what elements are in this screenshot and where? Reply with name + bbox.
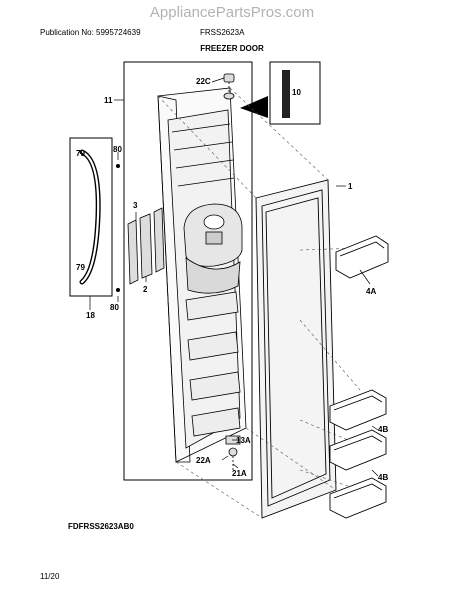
door-bin-4b-2	[329, 429, 387, 471]
gasket-strip	[282, 70, 290, 118]
callout-11: 11	[104, 96, 113, 105]
callout-80-top: 80	[113, 145, 122, 154]
callout-2: 2	[143, 285, 148, 294]
door-bin-4a	[335, 235, 389, 279]
top-hinge-cap	[223, 73, 235, 100]
handle-box	[69, 137, 113, 297]
callout-4a: 4A	[366, 287, 376, 296]
callout-13a: 13A	[236, 436, 251, 445]
publication-number: Publication No: 5995724639	[40, 28, 141, 37]
callout-21a: 21A	[232, 469, 247, 478]
callout-4b-bottom: 4B	[378, 473, 388, 482]
callout-18: 18	[86, 311, 95, 320]
watermark: AppliancePartsPros.com	[149, 4, 315, 21]
detail-arrow	[240, 96, 268, 118]
door-handle-highlight	[80, 150, 100, 284]
callout-79-bottom: 79	[76, 263, 85, 272]
handle-screws	[116, 164, 120, 292]
control-panel-parts	[127, 207, 165, 285]
callout-4b-top: 4B	[378, 425, 388, 434]
door-assembly-box	[123, 61, 253, 481]
ice-dispenser	[183, 203, 243, 294]
page-number: 11/20	[40, 572, 60, 581]
door-liner-shelves	[185, 291, 241, 437]
door-bins	[329, 235, 389, 519]
gasket-strip-box	[269, 61, 321, 125]
callout-79-top: 79	[76, 149, 85, 158]
door-bin-4b-3	[329, 477, 387, 519]
section-title: FREEZER DOOR	[200, 44, 264, 53]
leader-lines	[89, 77, 379, 477]
callout-10: 10	[292, 88, 301, 97]
callout-3: 3	[133, 201, 138, 210]
model-number: FRSS2623A	[200, 28, 245, 37]
door-gasket	[255, 179, 337, 519]
callout-80-bottom: 80	[110, 303, 119, 312]
callout-22c: 22C	[196, 77, 211, 86]
callout-22a: 22A	[196, 456, 211, 465]
door-bin-4b-1	[329, 389, 387, 431]
callout-1: 1	[348, 182, 353, 191]
figure-code: FDFRSS2623AB0	[68, 522, 134, 531]
